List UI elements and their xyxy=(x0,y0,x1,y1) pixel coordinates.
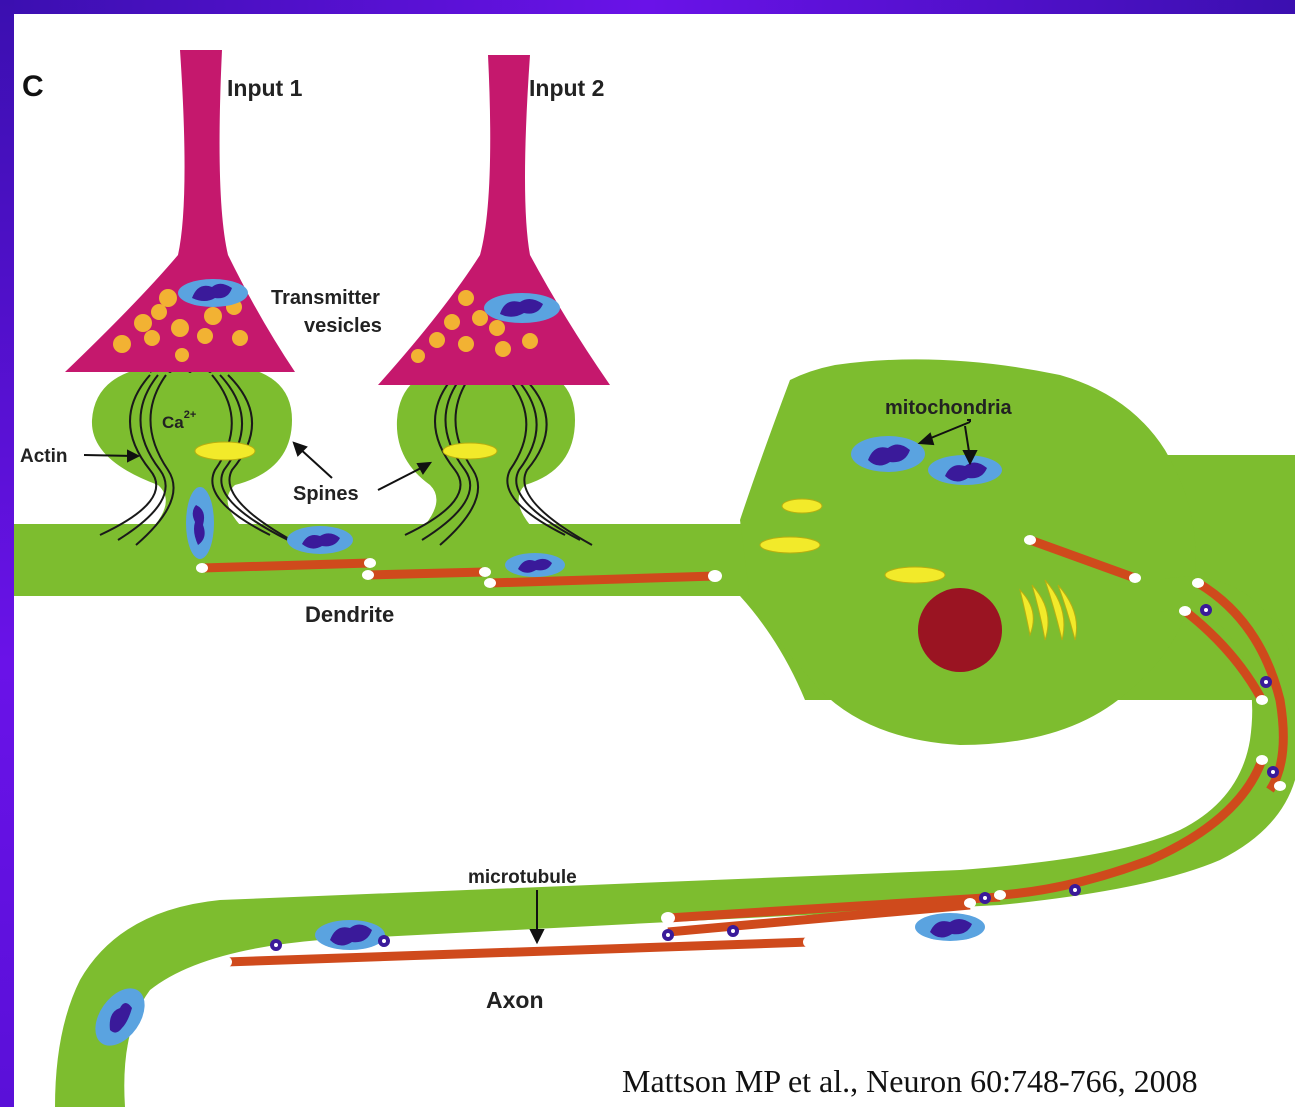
dendrite-label: Dendrite xyxy=(305,602,394,627)
input-1-label: Input 1 xyxy=(227,75,303,101)
mitochondrion-soma-2 xyxy=(928,455,1002,485)
calcium-superscript: 2+ xyxy=(184,409,197,421)
input-2-terminal xyxy=(378,55,610,385)
mitochondrion-spine-1 xyxy=(186,487,214,559)
input-2-label: Input 2 xyxy=(529,75,604,101)
mitochondrion-soma-1 xyxy=(851,436,925,472)
panel-letter: C xyxy=(22,70,44,103)
vesicles-label: vesicles xyxy=(304,315,382,337)
spines-label: Spines xyxy=(293,483,359,505)
calcium-base: Ca xyxy=(162,413,184,432)
mitochondria-label: mitochondria xyxy=(885,397,1013,419)
axon-label: Axon xyxy=(486,987,544,1013)
microtubule-label: microtubule xyxy=(468,867,577,888)
actin-label: Actin xyxy=(20,446,68,467)
transmitter-label: Transmitter xyxy=(271,287,380,309)
mitochondrion-dendrite-2 xyxy=(505,553,565,577)
mitochondrion-dendrite-1 xyxy=(287,526,353,554)
citation: Mattson MP et al., Neuron 60:748-766, 20… xyxy=(622,1063,1198,1100)
mitochondrion-input-1 xyxy=(178,279,248,307)
nucleus xyxy=(918,588,1002,672)
mitochondrion-axon-2 xyxy=(915,913,985,941)
mitochondrion-input-2 xyxy=(484,293,560,323)
mitochondrion-axon-1 xyxy=(315,920,385,950)
